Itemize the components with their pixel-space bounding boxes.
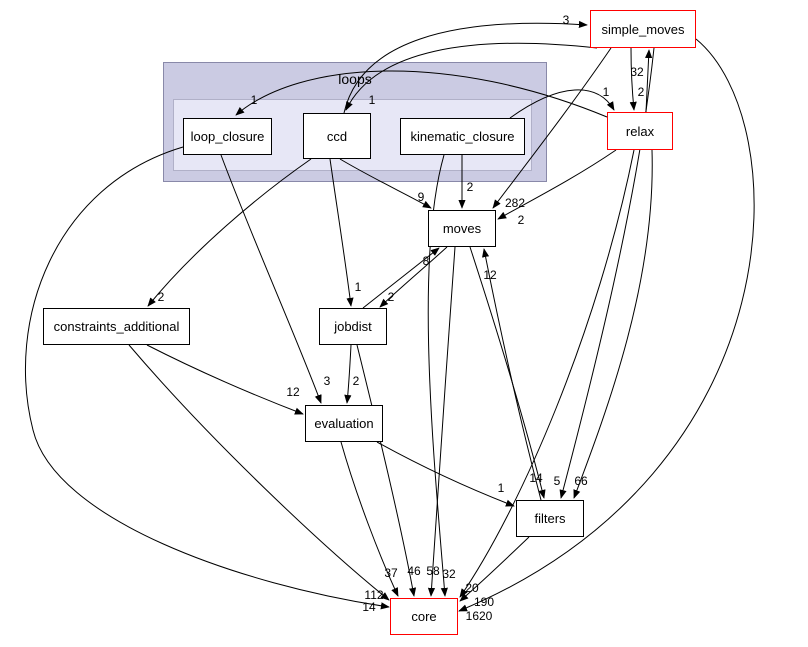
node-kinematic_closure[interactable]: kinematic_closure: [400, 118, 525, 155]
edge-relax-to-filters: [573, 149, 653, 499]
edge-label-constraints_additional-to-core: 112: [364, 588, 383, 602]
node-simple_moves[interactable]: simple_moves: [590, 10, 696, 48]
edge-label-filters-to-core: 190: [474, 595, 494, 609]
node-label-filters: filters: [534, 511, 566, 526]
node-constraints_additional[interactable]: constraints_additional: [43, 308, 190, 345]
edge-label-constraints_additional-to-evaluation: 12: [286, 385, 300, 399]
edge-label-simple_moves-to-core: 1620: [466, 609, 493, 623]
edge-label-moves-to-jobdist: 2: [388, 290, 395, 304]
edge-constraints_additional-to-evaluation: [146, 344, 304, 415]
node-label-ccd: ccd: [326, 128, 348, 144]
edge-label-ccd-to-jobdist: 1: [355, 280, 362, 294]
edge-label-relax-to-simple_moves: 32: [630, 65, 644, 79]
node-ccd[interactable]: ccd: [303, 113, 371, 159]
edge-label-jobdist-to-core: 46: [407, 564, 421, 578]
edge-evaluation-to-filters: [376, 441, 515, 507]
edge-label-simple_moves-to-moves: 282: [505, 196, 525, 210]
edge-label-loop_closure-to-core: 14: [362, 600, 376, 614]
edge-label-kinematic_closure-to-core: 32: [442, 567, 456, 581]
node-label-evaluation: evaluation: [314, 416, 374, 431]
edge-evaluation-to-core: [340, 441, 399, 597]
node-filters[interactable]: filters: [516, 500, 584, 537]
node-label-moves: moves: [442, 221, 482, 236]
node-relax[interactable]: relax: [607, 112, 673, 150]
cluster-label-loops: loops: [338, 71, 372, 87]
edge-moves-to-jobdist: [379, 246, 448, 308]
edge-moves-to-filters: [469, 246, 546, 499]
edge-label-ccd-to-moves: 9: [418, 190, 425, 204]
edge-label-kinematic_closure-to-relax: 1: [603, 85, 610, 99]
node-label-constraints_additional: constraints_additional: [53, 319, 180, 334]
edge-label-loop_closure-to-evaluation: 3: [324, 374, 331, 388]
edge-label-kinematic_closure-to-moves: 2: [467, 180, 474, 194]
node-label-simple_moves: simple_moves: [601, 21, 685, 37]
node-label-loop_closure: loop_closure: [190, 129, 265, 144]
edge-label-evaluation-to-core: 37: [384, 566, 398, 580]
edge-filters-to-core: [459, 536, 530, 602]
edge-simple_moves-to-relax: [629, 47, 637, 111]
edge-label-simple_moves-to-filters: 5: [554, 474, 561, 488]
edge-label-moves-to-filters: 14: [529, 471, 543, 485]
edge-label-filters-to-moves: 12: [483, 268, 497, 282]
edge-label-ccd-to-simple_moves: 3: [563, 13, 570, 27]
edge-label-ccd-to-constraints_additional: 2: [158, 290, 165, 304]
edge-loop_closure-to-evaluation: [220, 154, 322, 404]
edge-jobdist-to-evaluation: [344, 344, 352, 404]
edge-jobdist-to-moves: [362, 247, 440, 309]
node-loop_closure[interactable]: loop_closure: [183, 118, 272, 155]
node-jobdist[interactable]: jobdist: [319, 308, 387, 345]
node-moves[interactable]: moves: [428, 210, 496, 247]
edge-loop_closure-to-core: [25, 146, 390, 610]
node-label-jobdist: jobdist: [334, 319, 372, 334]
node-label-core: core: [411, 609, 437, 624]
edge-label-simple_moves-to-relax: 2: [638, 85, 645, 99]
edge-jobdist-to-core: [356, 344, 417, 597]
edge-relax-to-simple_moves: [645, 49, 653, 113]
edge-label-relax-to-core: 20: [465, 581, 479, 595]
edge-filters-to-moves: [482, 248, 542, 501]
edge-label-relax-to-filters: 66: [574, 474, 588, 488]
edge-label-evaluation-to-filters: 1: [498, 481, 505, 495]
node-core[interactable]: core: [390, 598, 458, 635]
node-evaluation[interactable]: evaluation: [305, 405, 383, 442]
edge-label-jobdist-to-moves: 8: [423, 254, 430, 268]
edge-label-jobdist-to-evaluation: 2: [353, 374, 360, 388]
edge-moves-to-core: [427, 246, 456, 597]
edge-label-relax-to-moves: 2: [518, 213, 525, 227]
edge-constraints_additional-to-core: [128, 344, 390, 601]
node-label-relax: relax: [625, 123, 655, 139]
node-label-kinematic_closure: kinematic_closure: [410, 129, 515, 144]
edge-label-moves-to-core: 58: [426, 564, 440, 578]
